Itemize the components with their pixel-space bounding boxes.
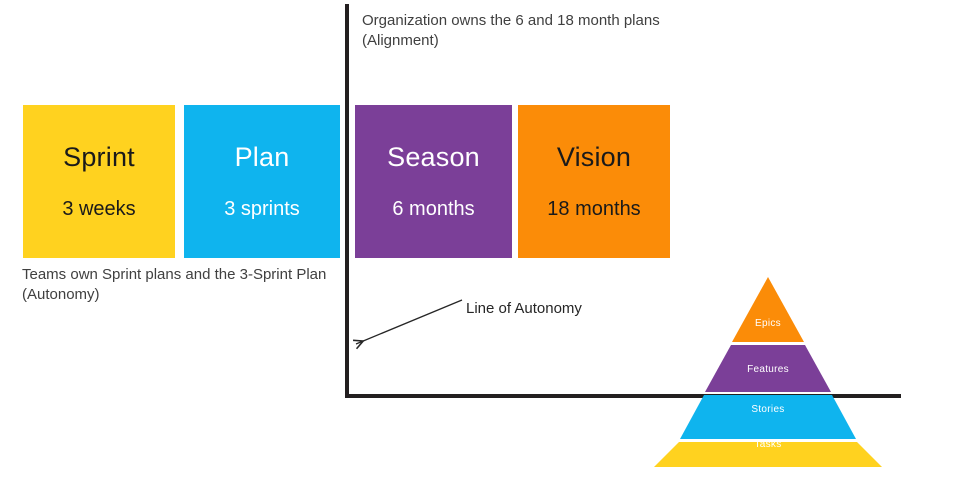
pyramid-layer-features	[705, 345, 831, 392]
tile-season-duration: 6 months	[392, 198, 475, 221]
tile-plan[interactable]: Plan 3 sprints	[184, 105, 340, 258]
tile-season[interactable]: Season 6 months	[355, 105, 512, 258]
tile-sprint-title: Sprint	[63, 141, 135, 172]
tile-season-title: Season	[387, 141, 480, 172]
organization-caption: Organization owns the 6 and 18 month pla…	[362, 12, 660, 49]
tile-vision[interactable]: Vision 18 months	[518, 105, 670, 258]
tile-plan-title: Plan	[234, 141, 290, 172]
pyramid-layer-epics	[732, 277, 804, 342]
pyramid-layer-tasks	[654, 442, 882, 467]
work-item-pyramid	[654, 277, 882, 467]
tile-vision-duration: 18 months	[547, 198, 641, 221]
pyramid-label-tasks: Tasks	[754, 439, 782, 450]
pyramid-label-stories: Stories	[751, 404, 785, 415]
vertical-axis-line	[345, 4, 349, 398]
tile-plan-duration: 3 sprints	[224, 198, 300, 221]
pyramid-label-features: Features	[747, 364, 789, 375]
tile-vision-title: Vision	[556, 141, 632, 172]
horizontal-axis-line	[345, 394, 901, 398]
pyramid-layer-stories	[680, 395, 856, 439]
line-of-autonomy-label: Line of Autonomy	[466, 300, 582, 317]
line-of-autonomy-arrow-icon	[344, 299, 463, 354]
tile-sprint[interactable]: Sprint 3 weeks	[23, 105, 175, 258]
teams-caption: Teams own Sprint plans and the 3-Sprint …	[22, 266, 327, 303]
tile-sprint-duration: 3 weeks	[62, 198, 136, 221]
pyramid-label-epics: Epics	[755, 318, 781, 329]
